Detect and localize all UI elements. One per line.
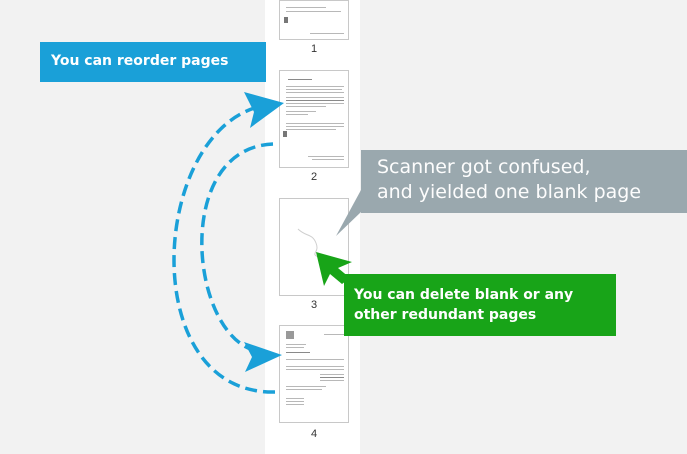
page-number-2: 2 <box>310 171 318 183</box>
page-thumbnail-2[interactable] <box>279 70 349 168</box>
text-line <box>286 404 304 405</box>
text-line <box>286 7 326 8</box>
text-line <box>288 79 312 80</box>
text-line <box>286 347 304 348</box>
reorder-arrow-inner <box>200 142 274 354</box>
text-line <box>320 374 344 375</box>
text-line <box>286 11 341 12</box>
scanner-callout: Scanner got confused, and yielded one bl… <box>361 150 687 213</box>
text-line <box>320 380 344 381</box>
page-number-4: 4 <box>310 428 318 440</box>
text-line <box>286 97 344 98</box>
barcode <box>284 17 288 23</box>
scanner-callout-line-1: Scanner got confused, <box>377 156 591 178</box>
text-line <box>286 103 344 104</box>
reorder-arrow-outer <box>172 104 276 394</box>
scan-artifact <box>297 228 319 258</box>
text-line <box>286 89 342 90</box>
reorder-callout-text: You can reorder pages <box>51 53 229 69</box>
text-line <box>324 334 344 335</box>
delete-callout-line-2: other redundant pages <box>354 307 537 323</box>
text-line <box>286 344 306 345</box>
logo <box>286 331 294 339</box>
page-thumbnail-3[interactable] <box>279 198 349 296</box>
text-line <box>286 398 304 399</box>
text-line <box>286 352 310 353</box>
text-line <box>286 100 344 101</box>
text-line <box>320 377 344 378</box>
delete-callout: You can delete blank or any other redund… <box>344 274 616 336</box>
scanner-callout-line-2: and yielded one blank page <box>377 181 642 203</box>
page-number-3: 3 <box>310 299 318 311</box>
text-line <box>286 366 344 367</box>
text-line <box>286 126 344 127</box>
text-line <box>286 86 344 87</box>
text-line <box>286 359 344 360</box>
text-line <box>286 92 344 93</box>
delete-callout-line-1: You can delete blank or any <box>354 287 574 303</box>
barcode <box>283 131 287 137</box>
page-thumbnail-4[interactable] <box>279 325 349 423</box>
text-line <box>286 369 344 370</box>
reorder-callout: You can reorder pages <box>40 42 266 82</box>
text-line <box>286 129 336 130</box>
text-line <box>286 123 344 124</box>
text-line <box>308 156 344 157</box>
page-number-1: 1 <box>310 43 318 55</box>
text-line <box>312 159 344 160</box>
text-line <box>286 114 308 115</box>
text-line <box>286 386 326 387</box>
text-line <box>286 401 304 402</box>
text-line <box>286 389 322 390</box>
text-line <box>286 106 326 107</box>
page-thumbnail-1[interactable] <box>279 0 349 40</box>
text-line <box>286 111 316 112</box>
text-line <box>310 33 344 34</box>
